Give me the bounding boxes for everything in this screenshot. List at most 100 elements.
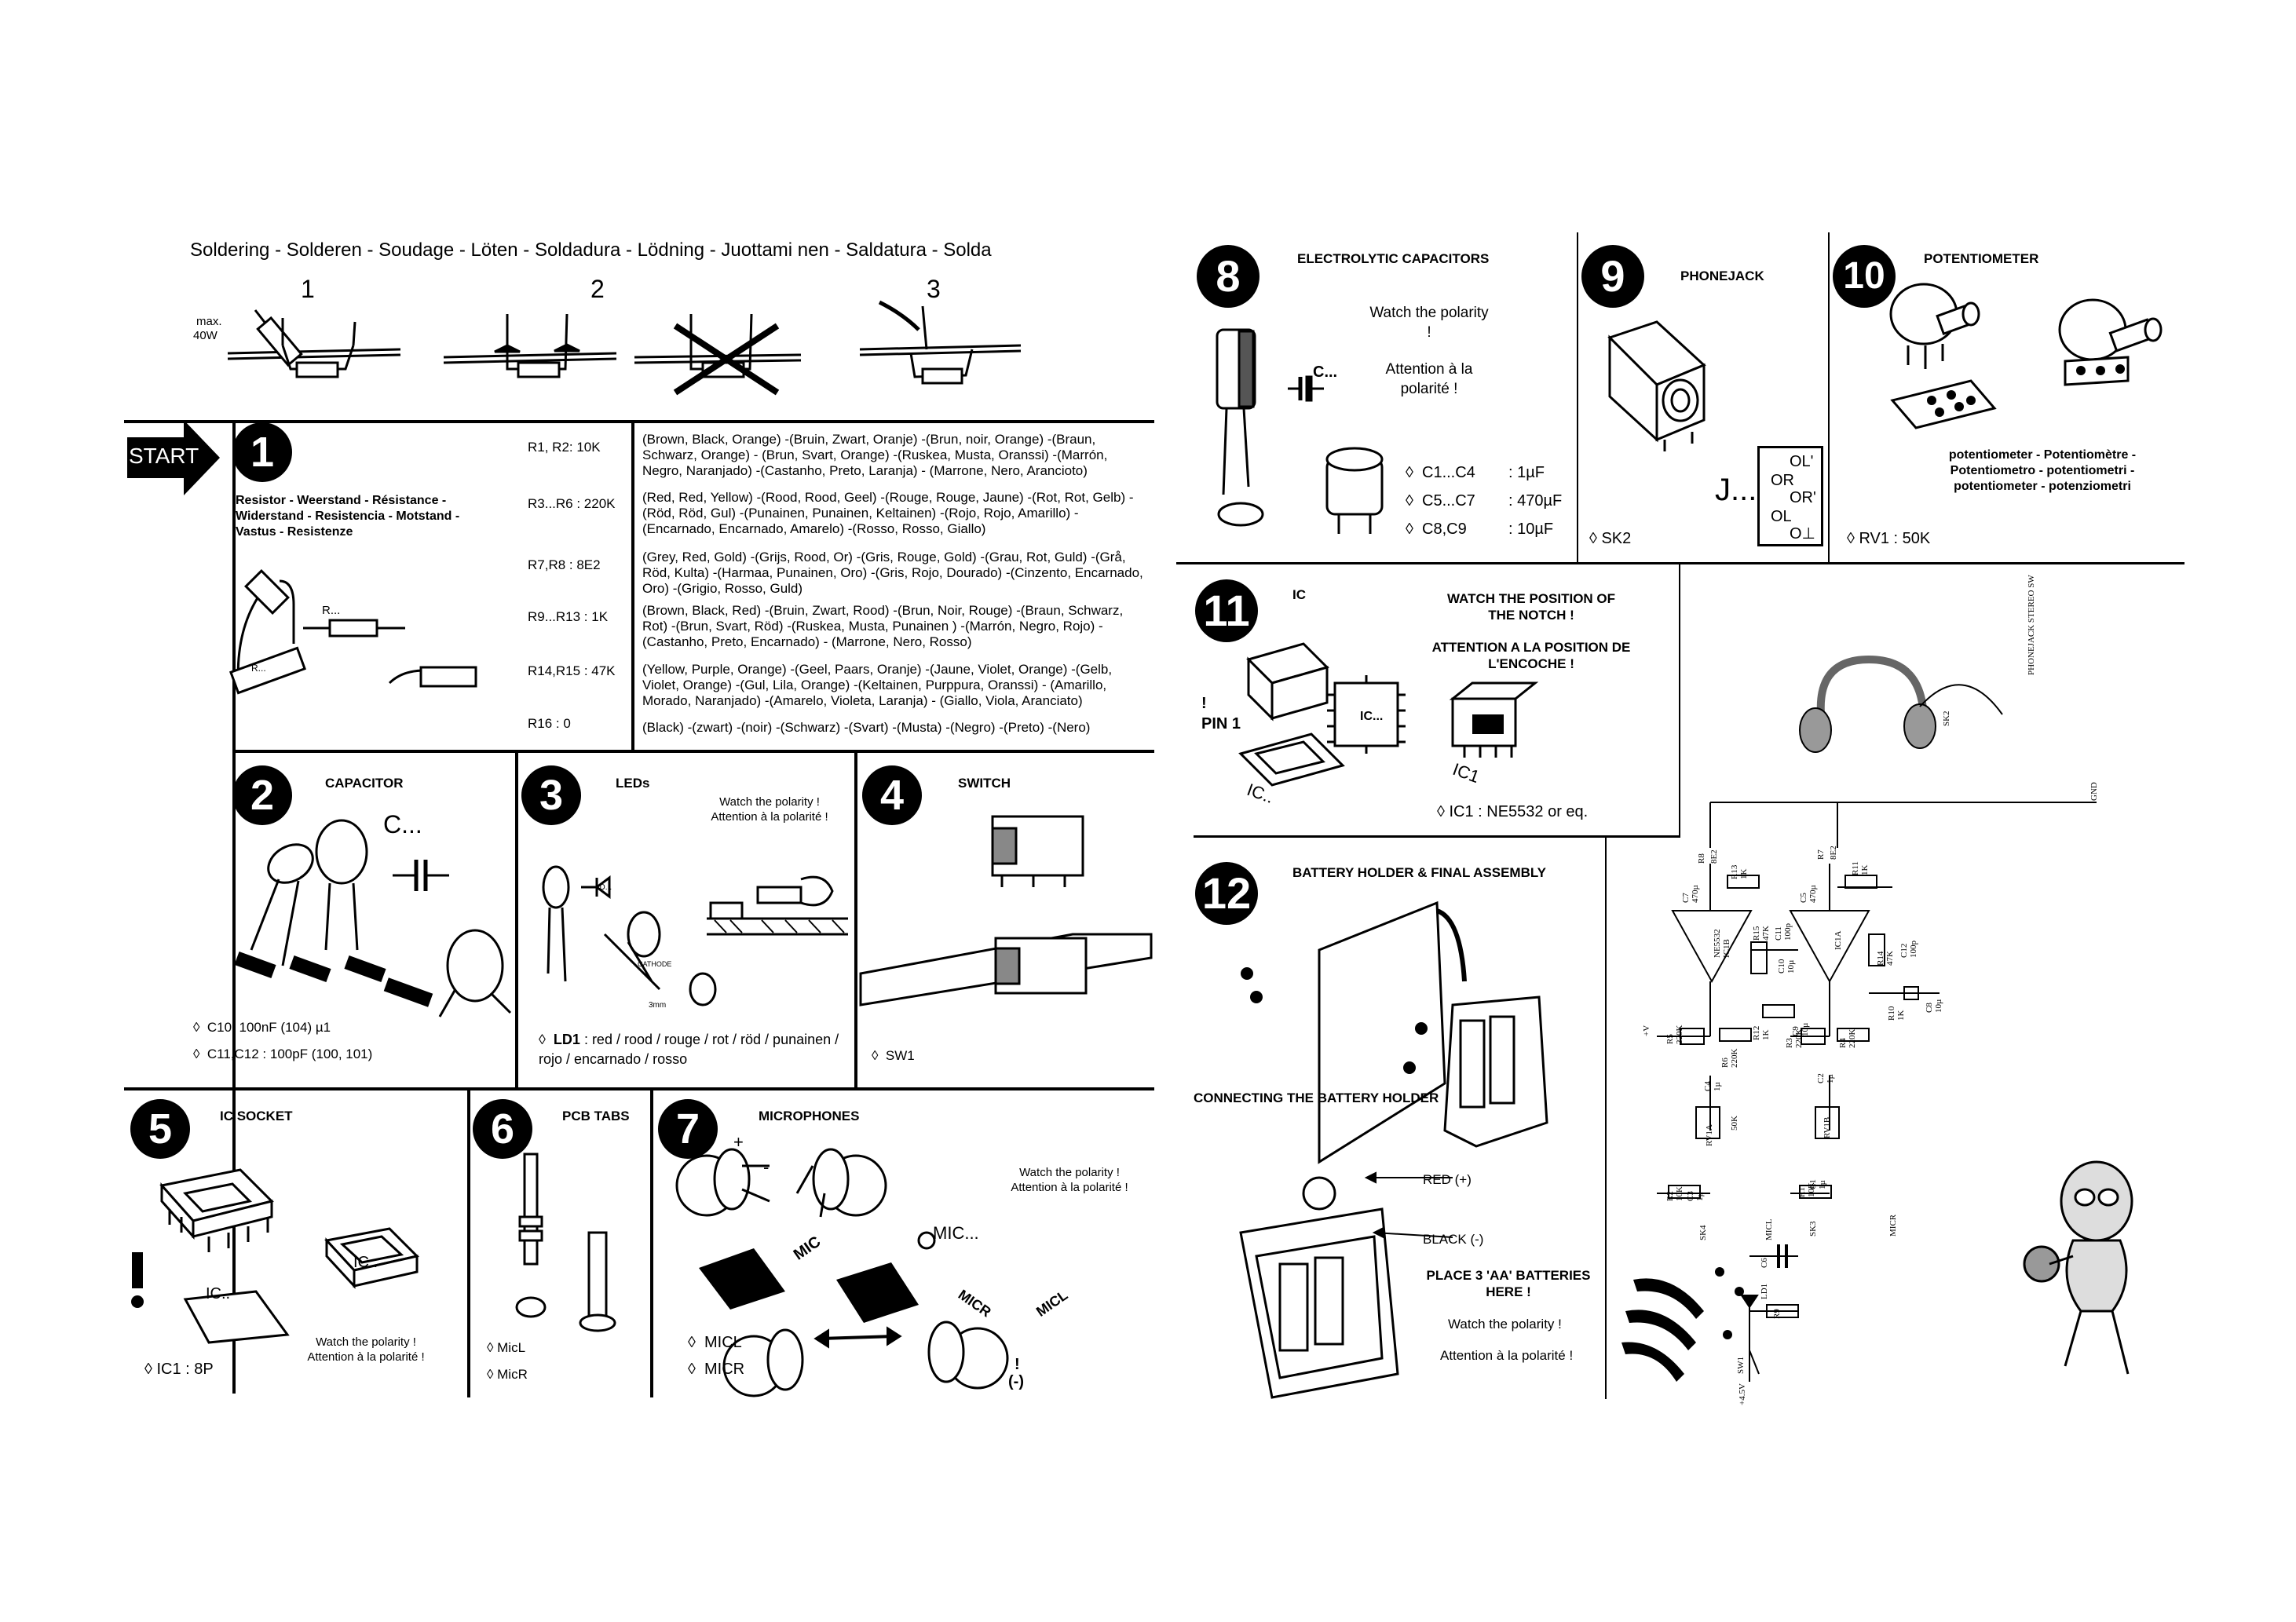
iron-max-label: max.	[196, 315, 222, 328]
schematic-label: R4	[1838, 1038, 1848, 1048]
frame-line	[124, 420, 1154, 423]
mascot-illustration	[2023, 1160, 2133, 1375]
schematic-label: 100p	[1783, 923, 1793, 941]
mic-excl: !	[1015, 1356, 1020, 1373]
ic-socket-side-label: IC..	[353, 1254, 378, 1271]
electrolytic-values: ◊ C1...C4: 1µF ◊ C5...C7: 470µF ◊ C8,C9:…	[1406, 458, 1562, 543]
electrolytic-val: : 470µF	[1508, 492, 1563, 510]
schematic-label: 1µ	[1695, 1192, 1705, 1201]
schematic-label: C12	[1899, 944, 1909, 958]
resistor-title-line: Resistor - Weerstand - Résistance -	[236, 494, 447, 507]
step-number-2: 2	[232, 765, 292, 825]
capacitor-title: CAPACITOR	[325, 776, 404, 791]
electrolytic-attention: Attention à la polarité !	[1385, 361, 1473, 397]
schematic-label: R15	[1752, 926, 1761, 941]
step-number-6: 6	[473, 1099, 532, 1159]
schematic-label: R11	[1851, 861, 1860, 875]
schematic-label: 47K	[1761, 926, 1771, 941]
schematic-label: C3	[1686, 1191, 1695, 1201]
ic-socket-ref-text: IC1 : 8P	[156, 1361, 214, 1378]
microphones-polarity-note: Watch the polarity ! Attention à la pola…	[1011, 1166, 1128, 1194]
ic-socket-polarity-note: Watch the polarity ! Attention à la pola…	[307, 1335, 425, 1364]
led-ld1-ref: LD1	[553, 1032, 580, 1047]
frame-line	[1605, 837, 1607, 1399]
resistor-colors: (Brown, Black, Red) -(Bruin, Zwart, Rood…	[642, 603, 1124, 649]
frame-line	[1194, 835, 1680, 838]
phonejack-pin: OR	[1771, 472, 1794, 489]
schematic-label: 220K	[1794, 1029, 1804, 1049]
mic-ground-label: (-)	[1008, 1373, 1024, 1390]
electrolytic-title: ELECTROLYTIC CAPACITORS	[1297, 251, 1490, 266]
schematic-label: R1	[1797, 1187, 1807, 1197]
electrolytic-ref: C1...C4	[1422, 464, 1475, 481]
schematic-label: 1K	[1739, 869, 1749, 880]
schematic-label: 50K	[1730, 1116, 1739, 1131]
resistor-colors: (Yellow, Purple, Orange) -(Geel, Paars, …	[642, 662, 1113, 708]
led-illustration	[542, 865, 848, 1006]
mic-micl-ref-text: MICL	[704, 1334, 742, 1351]
schematic-label: R3	[1785, 1038, 1794, 1048]
schematic-label: 47K	[1885, 951, 1895, 966]
schematic-label: C6	[1760, 1258, 1769, 1268]
music-notes-illustration	[1621, 1267, 1744, 1382]
step-number-9: 9	[1581, 245, 1644, 308]
led-3mm-label: 3mm	[649, 1001, 667, 1010]
led-ld1-color-list: : red / rood / rouge / rot / röd / punai…	[539, 1032, 839, 1067]
ic-pin1-label: PIN 1	[1201, 715, 1241, 732]
schematic-label: 10µ	[1786, 960, 1796, 974]
led-cathode-label: CATHODE	[638, 960, 672, 968]
schematic-label: C4	[1703, 1081, 1713, 1091]
resistor-colors: (Brown, Black, Orange) -(Bruin, Zwart, O…	[642, 432, 1108, 478]
schematic-label: 1K	[1896, 1010, 1906, 1021]
schematic-label: C7	[1681, 893, 1691, 903]
capacitor-c11-text: C11,C12 : 100pF (100, 101)	[207, 1047, 373, 1061]
step-number-12: 12	[1195, 862, 1258, 925]
microphones-title: MICROPHONES	[759, 1109, 860, 1123]
schematic-label: 8E2	[1829, 846, 1838, 860]
resistor-colors: (Black) -(zwart) -(noir) -(Schwarz) -(Sv…	[642, 720, 1091, 735]
step-number-11: 11	[1195, 579, 1258, 642]
resistor-ref: R3...R6 : 220K	[528, 496, 616, 511]
schematic-label: R14	[1876, 951, 1885, 966]
frame-line	[232, 750, 1154, 753]
ic-ref: ◊ IC1 : NE5532 or eq.	[1437, 803, 1589, 820]
led-title: LEDs	[616, 776, 650, 791]
schematic-label: SK2	[1942, 711, 1951, 726]
phonejack-j-label: J...	[1715, 473, 1757, 507]
led-polarity-note: Watch the polarity ! Attention à la pola…	[711, 795, 828, 824]
phonejack-pin: OL	[1771, 508, 1792, 525]
battery-black-wire: BLACK (-)	[1423, 1232, 1484, 1247]
schematic-label: 8E2	[1709, 849, 1719, 864]
pcb-tabs-illustration	[515, 1153, 616, 1332]
capacitor-c10: ◊ C10: 100nF (104) µ1	[193, 1020, 331, 1035]
schematic-label: R13	[1730, 864, 1739, 879]
schematic-label: 10K	[1675, 1186, 1684, 1201]
schematic-label: +V	[1642, 1025, 1651, 1036]
schematic-label: 1µ	[1713, 1082, 1722, 1091]
resistor-ref: R1, R2: 10K	[528, 440, 601, 455]
schematic-label: SK4	[1698, 1225, 1708, 1240]
electrolytic-c-label: C...	[1313, 363, 1338, 381]
ic-notch-fr: ATTENTION A LA POSITION DE L'ENCOCHE !	[1431, 640, 1631, 671]
mic-micl-ref: ◊ MICL	[688, 1334, 742, 1351]
phonejack-pin: O⊥	[1790, 525, 1815, 542]
schematic-label: 220K	[1675, 1025, 1684, 1045]
ic-notch-en: WATCH THE POSITION OF THE NOTCH !	[1446, 591, 1616, 623]
ic-socket-title: IC SOCKET	[220, 1109, 293, 1123]
resistor-pcb-label: R...	[251, 663, 266, 674]
resistor-title-line: Vastus - Resistenze	[236, 525, 353, 539]
schematic-label: 10µ	[1801, 1023, 1810, 1036]
ic-socket-illustration	[131, 1168, 419, 1344]
schematic-label: MICR	[1888, 1214, 1898, 1237]
potentiometer-ref-text: RV1 : 50K	[1859, 530, 1931, 547]
battery-place-label: PLACE 3 'AA' BATTERIES HERE !	[1426, 1268, 1591, 1299]
schematic-label: R5	[1665, 1034, 1675, 1044]
mic-symbol-label: MIC...	[933, 1223, 979, 1243]
resistor-ref: R7,R8 : 8E2	[528, 557, 601, 572]
potentiometer-title: POTENTIOMETER	[1924, 251, 2039, 266]
schematic-label: C9	[1791, 1026, 1801, 1036]
led-ld-label: LD...	[595, 883, 612, 892]
frame-line	[232, 420, 236, 1394]
phonejack-pin: OR'	[1790, 489, 1816, 506]
mic-plus-sign: +	[733, 1132, 744, 1152]
